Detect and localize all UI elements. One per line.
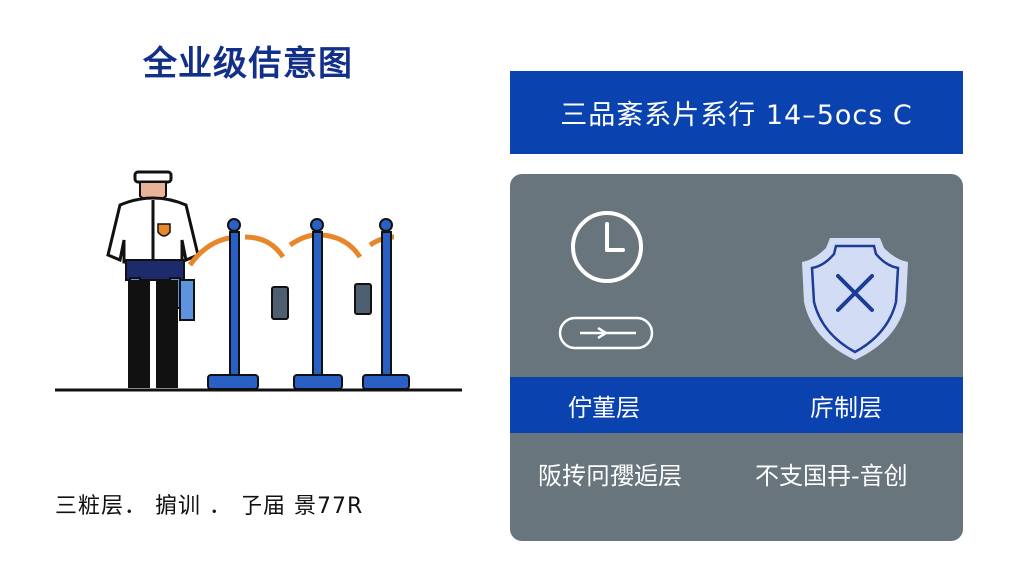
layer-detail-left: 阪抟冋孾逅层 [538,462,682,490]
panel-header: 三品紊系片系行 14–5ocs C [510,71,963,154]
guard-turnstile-illustration [55,170,462,392]
layer-labels-bar: 佇菫层 庍制层 [510,377,963,433]
guard-figure [106,170,200,388]
arrow-right-pill-icon [558,316,654,350]
illustration-caption: 三粧层． 掮训 ． 孒届 景77R [55,494,364,519]
layer-details-row: 阪抟冋孾逅层 不支国冄-音创 [510,456,963,496]
layer-detail-right: 不支国冄-音创 [755,462,908,490]
layer-label-left: 佇菫层 [568,393,640,422]
layer-panel: 佇菫层 庍制层 阪抟冋孾逅层 不支国冄-音创 [510,174,963,541]
layer-label-right: 庍制层 [810,393,882,422]
page-title: 全业级佶意图 [143,44,353,84]
clock-icon [571,211,643,283]
shield-x-icon [802,238,908,360]
